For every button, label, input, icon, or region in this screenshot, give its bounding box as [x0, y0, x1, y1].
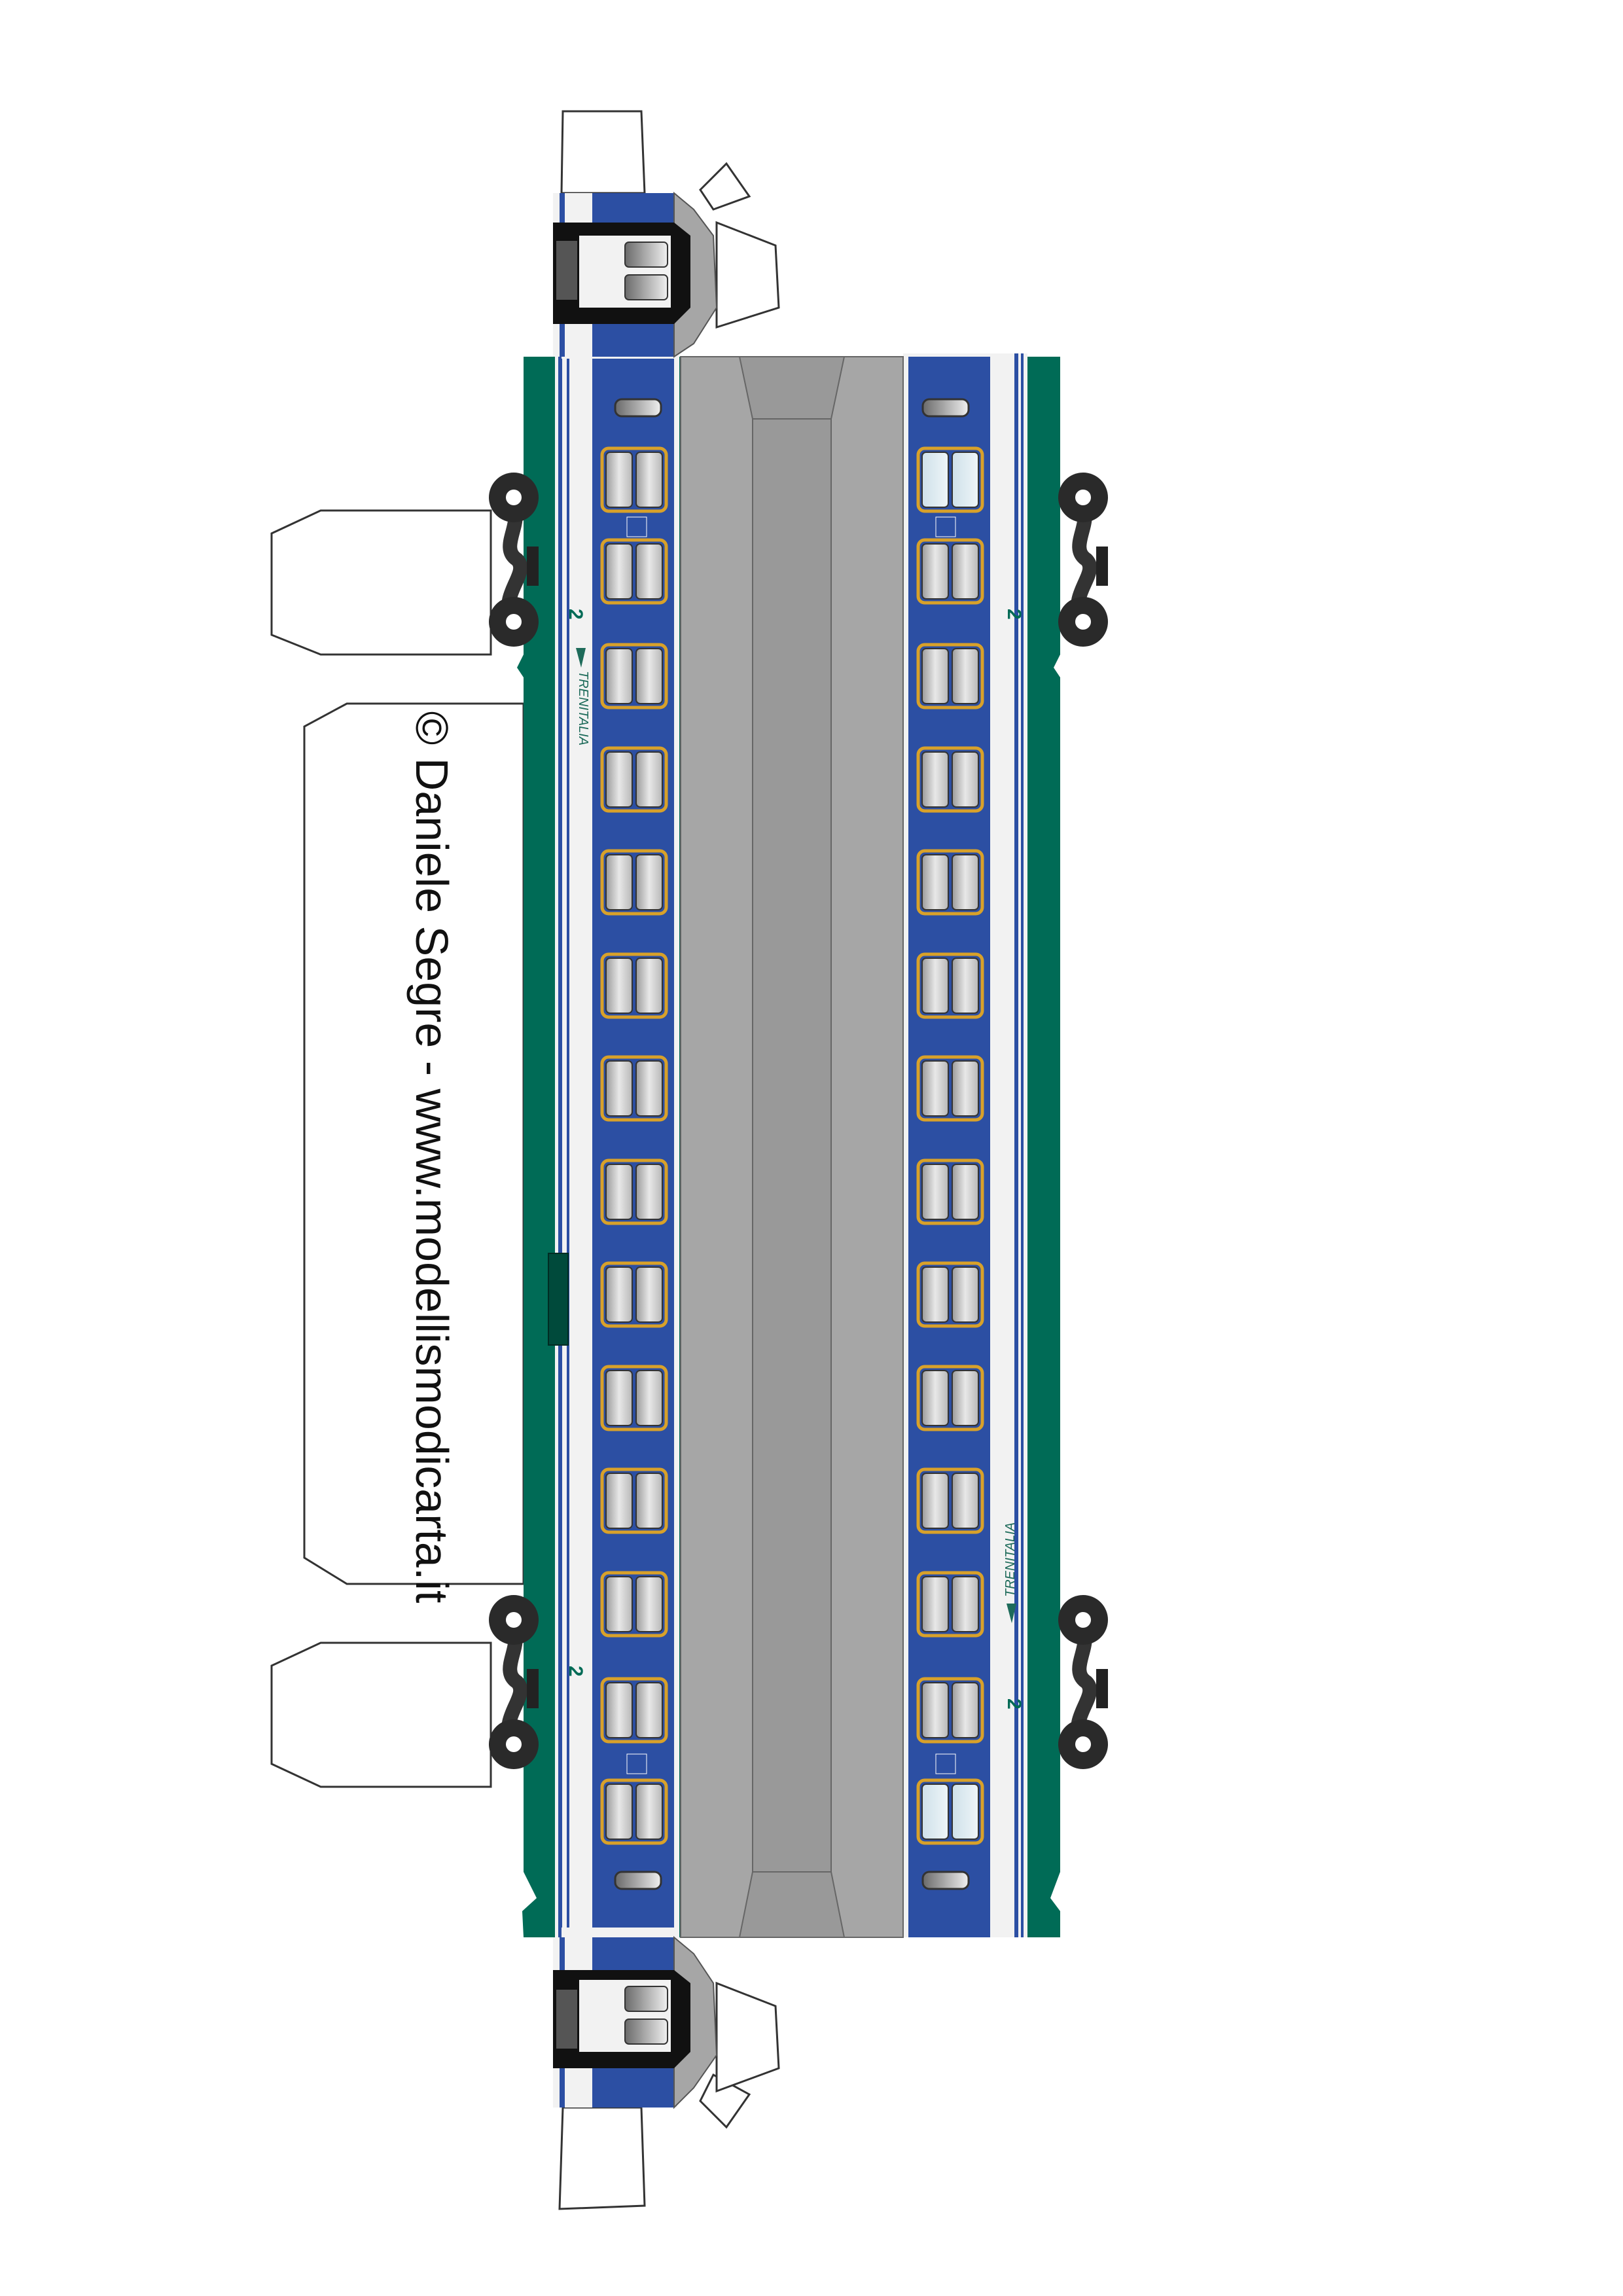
window-icon	[600, 1778, 668, 1845]
window-icon	[600, 1158, 668, 1225]
window-icon	[916, 643, 984, 709]
bogie-icon	[1058, 1595, 1108, 1769]
coach-end-top	[553, 191, 718, 358]
bogie-group	[489, 473, 1108, 1769]
brand-text-left: TRENITALIA	[576, 671, 590, 745]
window-icon	[600, 1365, 668, 1431]
coach-end-bottom	[553, 1935, 718, 2109]
window-icon	[916, 952, 984, 1019]
window-icon	[600, 1571, 668, 1638]
brand-marks: TRENITALIA TRENITALIA	[576, 671, 1018, 1597]
window-icon	[600, 952, 668, 1019]
bogie-icon	[489, 1595, 539, 1769]
window-icon	[600, 746, 668, 813]
bogie-icon	[1058, 473, 1108, 647]
copyright-credit: © Daniele Segre - www.modellismodicarta.…	[406, 711, 457, 1604]
window-row-right	[916, 446, 984, 1845]
window-icon	[916, 1158, 984, 1225]
window-icon	[916, 746, 984, 813]
window-icon	[916, 1055, 984, 1122]
window-icon	[916, 1365, 984, 1431]
class-number-right-bottom: 2	[1003, 1698, 1025, 1710]
window-icon	[916, 446, 984, 513]
roof-panel	[680, 356, 904, 1938]
class-number-left-top: 2	[565, 609, 586, 620]
window-icon	[600, 643, 668, 709]
window-icon	[916, 538, 984, 605]
window-icon	[916, 1261, 984, 1328]
glue-tabs	[270, 110, 780, 2210]
window-icon	[600, 1261, 668, 1328]
window-icon	[600, 1055, 668, 1122]
window-row-left	[600, 446, 668, 1845]
window-icon	[916, 1778, 984, 1845]
window-icon	[916, 1677, 984, 1744]
trenitalia-logo-icon	[576, 648, 1016, 1623]
window-icon	[916, 1571, 984, 1638]
class-number-marks: 2 2 2 2	[565, 609, 1025, 1710]
bogie-icon	[489, 473, 539, 647]
coach-side-left	[517, 347, 681, 1939]
window-icon	[600, 1467, 668, 1534]
class-decals	[626, 516, 956, 1774]
class-number-right-top: 2	[1003, 609, 1025, 620]
window-icon	[600, 446, 668, 513]
window-icon	[600, 849, 668, 916]
brand-text-right: TRENITALIA	[1003, 1522, 1018, 1597]
window-icon	[600, 1677, 668, 1744]
window-icon	[600, 538, 668, 605]
window-icon	[916, 1467, 984, 1534]
class-number-left-bottom: 2	[565, 1666, 586, 1677]
window-icon	[916, 849, 984, 916]
